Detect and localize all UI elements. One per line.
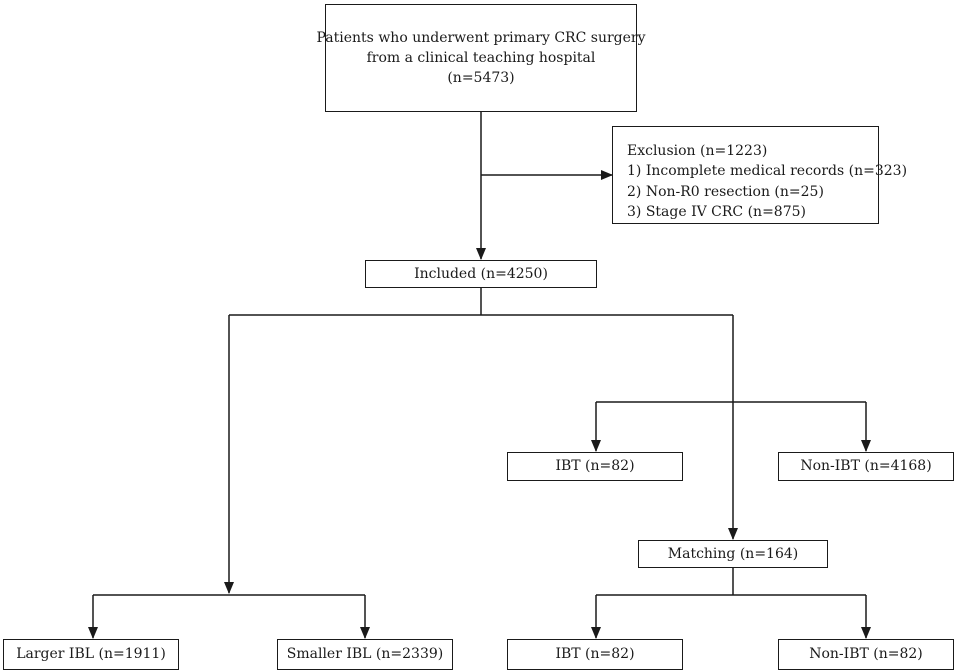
patients-line-1: Patients who underwent primary CRC surge…	[316, 29, 646, 46]
included-box: Included (n=4250)	[365, 260, 597, 288]
larger-ibl-box: Larger IBL (n=1911)	[3, 639, 179, 670]
nonibt-top-label: Non-IBT (n=4168)	[800, 458, 932, 475]
ibt-bottom-box: IBT (n=82)	[507, 639, 683, 670]
exclusion-reason-3: 3) Stage IV CRC (n=875)	[627, 203, 806, 220]
smaller-ibl-label: Smaller IBL (n=2339)	[286, 646, 444, 663]
larger-ibl-label: Larger IBL (n=1911)	[16, 646, 166, 663]
patients-box: Patients who underwent primary CRC surge…	[317, 4, 646, 112]
ibt-top-label: IBT (n=82)	[555, 458, 635, 475]
patients-line-3: (n=5473)	[447, 70, 515, 87]
nonibt-top-box: Non-IBT (n=4168)	[778, 452, 954, 481]
exclusion-box: Exclusion (n=1223) 1) Incomplete medical…	[612, 126, 908, 224]
smaller-ibl-box: Smaller IBL (n=2339)	[277, 639, 453, 670]
included-label: Included (n=4250)	[414, 265, 548, 282]
ibt-top-box: IBT (n=82)	[507, 452, 683, 481]
patients-line-2: from a clinical teaching hospital	[366, 49, 596, 66]
exclusion-title: Exclusion (n=1223)	[627, 143, 768, 159]
exclusion-reason-1: 1) Incomplete medical records (n=323)	[627, 163, 908, 180]
nonibt-bottom-box: Non-IBT (n=82)	[778, 639, 954, 670]
matching-box: Matching (n=164)	[638, 540, 828, 568]
nonibt-bottom-label: Non-IBT (n=82)	[809, 646, 923, 663]
matching-label: Matching (n=164)	[667, 545, 799, 562]
exclusion-reason-2: 2) Non-R0 resection (n=25)	[627, 183, 824, 200]
ibt-bottom-label: IBT (n=82)	[555, 646, 635, 663]
